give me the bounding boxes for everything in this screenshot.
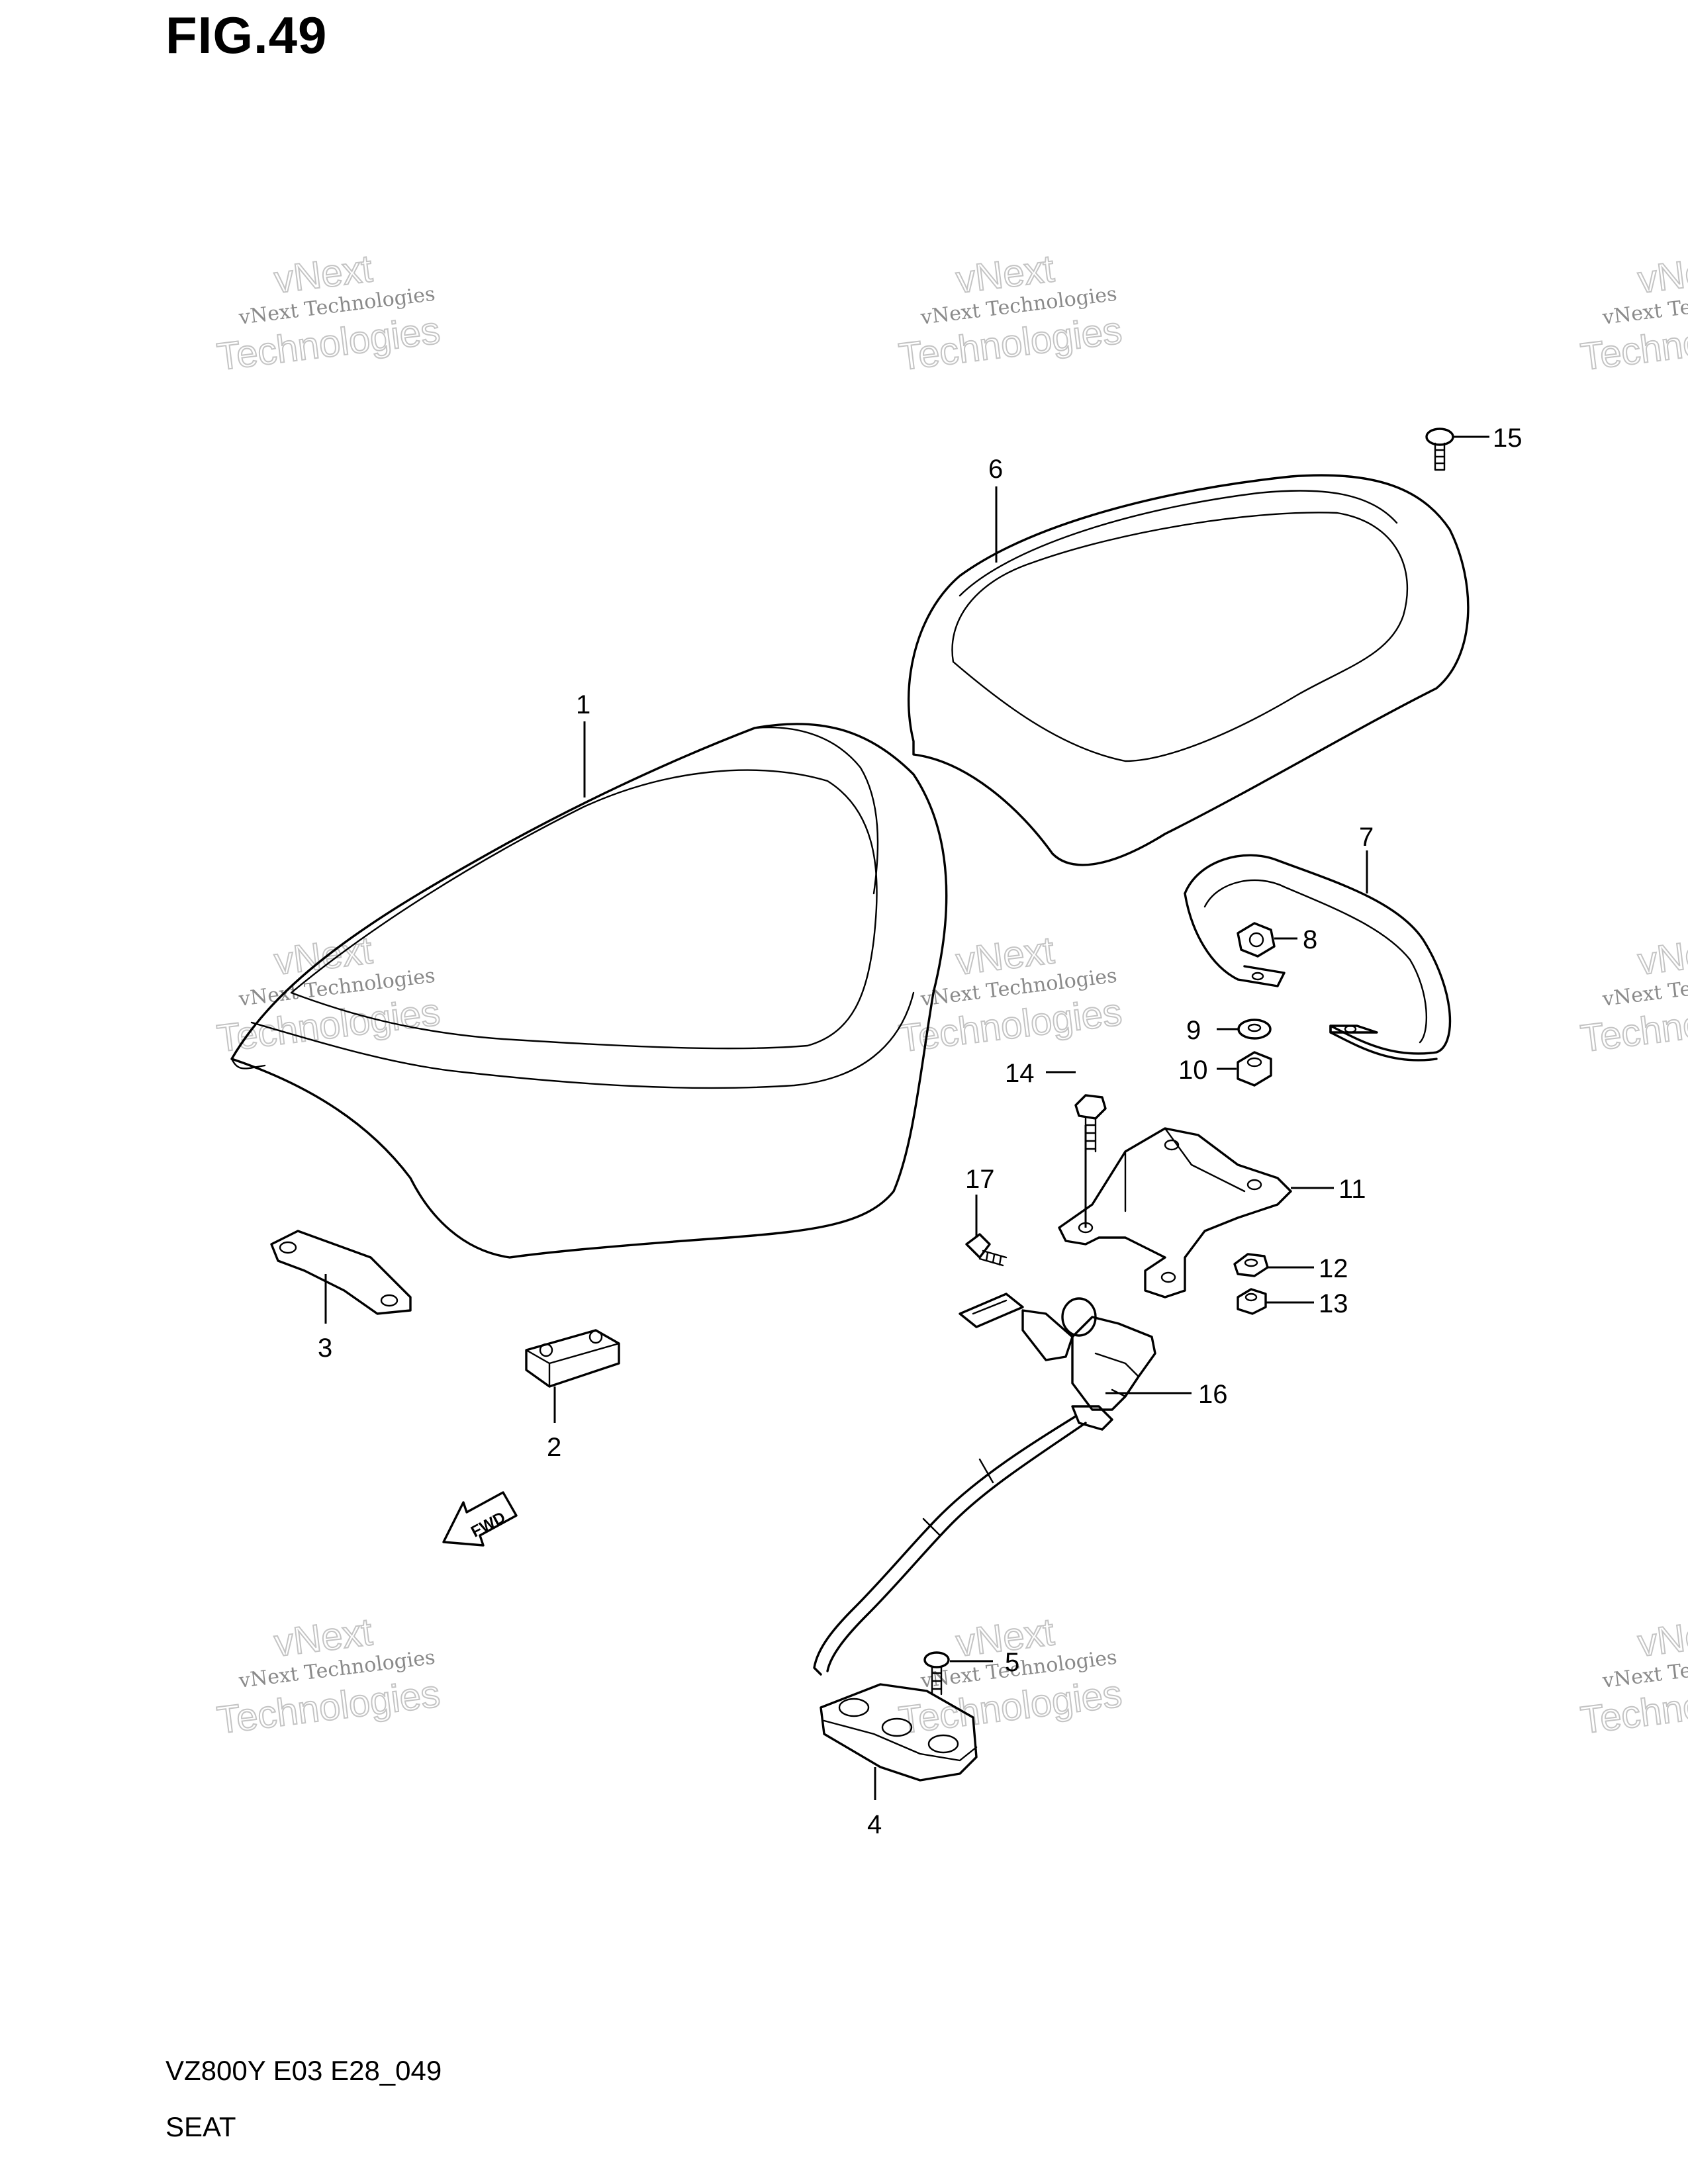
watermark-top-center: vNext vNext Technologies Technologies	[896, 246, 1125, 379]
callout-labels: 1 2 3 4 5 6 7 8 9 10 11 12 13 14 15 16 1…	[318, 424, 1523, 1839]
watermark-mid-center: vNext vNext Technologies Technologies	[896, 928, 1125, 1061]
callout-4: 4	[867, 1810, 882, 1839]
front-bracket-part	[270, 1230, 412, 1315]
nut-13-part	[1237, 1288, 1267, 1315]
figure-name: SEAT	[165, 2111, 236, 2142]
callout-6: 6	[988, 455, 1003, 484]
callout-2: 2	[547, 1433, 561, 1462]
fwd-arrow-icon: FWD	[442, 1491, 518, 1547]
callout-8: 8	[1303, 925, 1317, 954]
leader-lines	[324, 435, 1489, 1800]
watermark-bottom-left: vNext vNext Technologies Technologies	[214, 1610, 443, 1743]
callout-15: 15	[1493, 424, 1523, 453]
screw-15-part	[1425, 428, 1454, 471]
callout-3: 3	[318, 1334, 332, 1363]
cushion-block-part	[525, 1329, 620, 1388]
callout-12: 12	[1319, 1254, 1348, 1283]
watermark-group: vNext vNext Technologies Technologies vN…	[214, 246, 1688, 1743]
washer-9-part	[1237, 1019, 1272, 1040]
model-code: VZ800Y E03 E28_049	[165, 2055, 442, 2086]
seat-lock-16-part	[813, 1293, 1156, 1676]
seat-strap-part	[1184, 854, 1452, 1062]
mount-bracket-11-part	[1058, 1127, 1292, 1298]
screw-5-part	[923, 1651, 950, 1696]
svg-text:vNext: vNext	[1636, 247, 1688, 302]
callout-14: 14	[1005, 1059, 1035, 1088]
callout-16: 16	[1198, 1380, 1228, 1409]
watermark-mid-left: vNext vNext Technologies Technologies	[214, 928, 443, 1061]
washer-12-part	[1233, 1253, 1269, 1277]
callout-1: 1	[576, 690, 590, 719]
front-seat-part	[230, 723, 948, 1259]
svg-text:vNext: vNext	[1636, 1610, 1688, 1665]
callout-11: 11	[1338, 1175, 1366, 1204]
watermark-top-left: vNext vNext Technologies Technologies	[214, 246, 443, 379]
fwd-label: FWD	[468, 1508, 508, 1541]
callout-9: 9	[1186, 1016, 1201, 1045]
bolt-17-part	[965, 1233, 1008, 1267]
callout-5: 5	[1005, 1648, 1019, 1677]
rear-seat-part	[907, 474, 1470, 866]
watermark-top-right: vNext vNext Technologies Technologies	[1577, 246, 1688, 379]
bolt-14-part	[1074, 1094, 1107, 1153]
callout-7: 7	[1359, 823, 1374, 852]
svg-text:vNext: vNext	[1636, 929, 1688, 983]
callout-10: 10	[1178, 1056, 1208, 1085]
callout-13: 13	[1319, 1289, 1348, 1318]
callout-17: 17	[965, 1165, 995, 1194]
nut-8-part	[1237, 922, 1276, 958]
watermark-bottom-right: vNext vNext Technologies Technologies	[1577, 1610, 1688, 1743]
nut-10-part	[1237, 1051, 1272, 1087]
figure-title: FIG.49	[165, 6, 328, 64]
cable-block-4-part	[820, 1683, 978, 1782]
watermark-mid-right: vNext vNext Technologies Technologies	[1577, 928, 1688, 1061]
